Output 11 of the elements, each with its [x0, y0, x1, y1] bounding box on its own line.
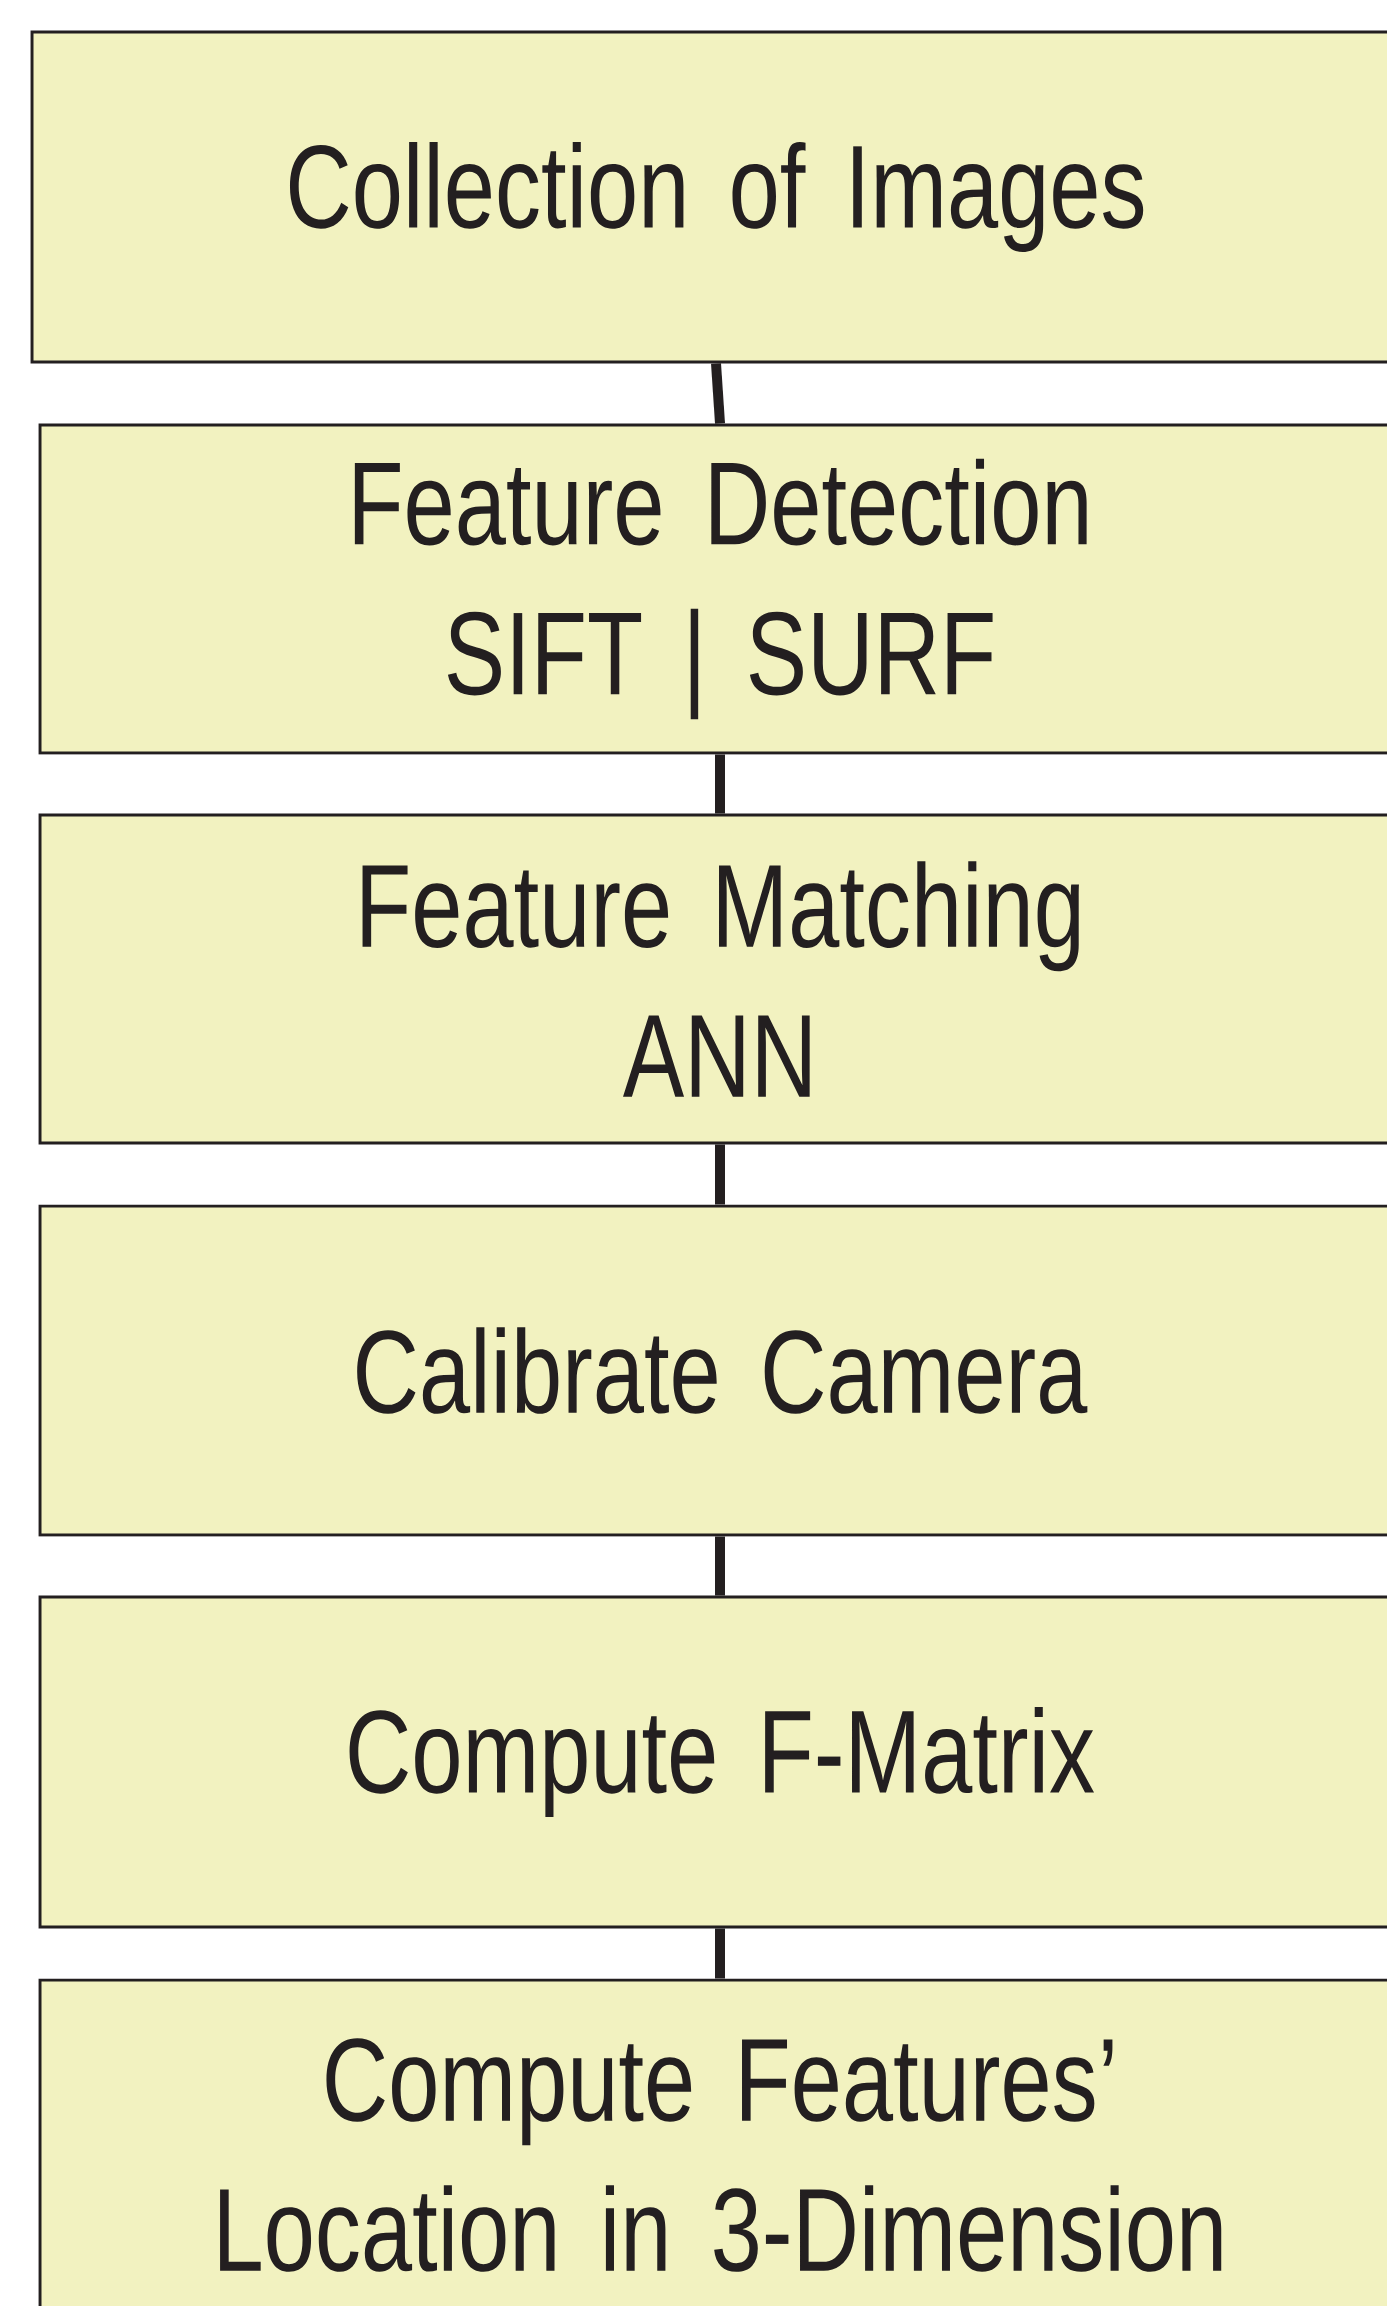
connector-line	[715, 754, 725, 814]
connector-line	[711, 363, 725, 424]
process-box: Compute F-Matrix	[38, 1595, 1387, 1929]
process-box: Feature Matching ANN	[38, 813, 1387, 1145]
process-box: Collection of Images	[30, 30, 1387, 364]
connector-line	[715, 1928, 725, 1979]
connector-line	[715, 1536, 725, 1596]
connector-line	[715, 1144, 725, 1205]
process-box: Compute Features’ Location in 3-Dimension	[38, 1978, 1387, 2306]
process-box: Calibrate Camera	[38, 1204, 1387, 1537]
process-box: Feature Detection SIFT | SURF	[38, 423, 1387, 755]
